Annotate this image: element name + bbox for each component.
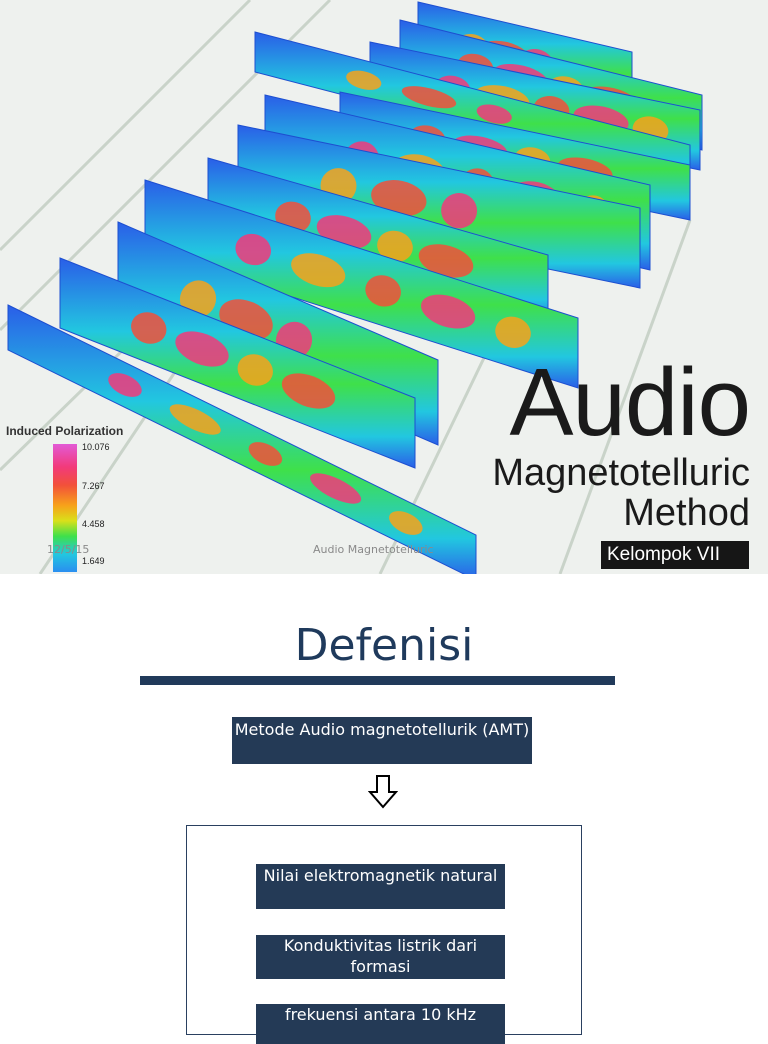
color-legend: Induced Polarization 10.076 7.267 4.458 …	[6, 424, 124, 572]
anomaly-blob	[495, 316, 531, 348]
legend-tick: 7.267	[82, 481, 105, 491]
anomaly-blob	[418, 244, 474, 278]
anomaly-blob	[476, 104, 512, 124]
anomaly-blob	[291, 253, 346, 288]
slide-footer-text: Audio Magnetotelluric	[313, 543, 434, 556]
anomaly-blob	[371, 180, 427, 217]
section-slice	[59, 257, 416, 469]
title-audio: Audio	[509, 349, 751, 456]
anomaly-blob	[179, 280, 217, 318]
anomaly-blob	[377, 230, 413, 262]
heading-underline	[140, 676, 615, 685]
title-slide: Induced Polarization 10.076 7.267 4.458 …	[0, 0, 768, 574]
definition-item: frekuensi antara 10 kHz	[256, 1004, 505, 1044]
legend-color-bar	[53, 444, 77, 572]
anomaly-blob	[389, 511, 423, 535]
anomaly-blob	[248, 442, 283, 466]
amt-method-box: Metode Audio magnetotellurik (AMT)	[232, 717, 532, 764]
section-slice	[144, 179, 579, 389]
definition-item: Nilai elektromagnetik natural	[256, 864, 505, 909]
legend-tick: 1.649	[82, 556, 105, 566]
anomaly-blob	[310, 473, 362, 504]
definition-slide: Defenisi Metode Audio magnetotellurik (A…	[0, 574, 768, 1044]
section-slice	[7, 304, 477, 574]
group-badge: Kelompok VII	[601, 541, 749, 569]
anomaly-blob	[281, 373, 336, 409]
legend-title: Induced Polarization	[6, 424, 124, 438]
anomaly-blob	[235, 233, 272, 266]
legend-tick: 4.458	[82, 519, 105, 529]
anomaly-blob	[237, 354, 273, 386]
anomaly-blob	[131, 312, 167, 344]
slide-heading: Defenisi	[294, 620, 474, 671]
definition-item: Konduktivitas listrik dari formasi	[256, 935, 505, 979]
title-magnetotelluric: Magnetotelluric	[492, 452, 750, 494]
arrow-down-icon	[368, 775, 398, 809]
ip-section-visualization	[0, 0, 703, 574]
anomaly-blob	[169, 404, 221, 435]
title-method: Method	[623, 492, 750, 534]
slide-title-block: Audio Magnetotelluric Method	[492, 349, 751, 534]
anomaly-blob	[441, 193, 478, 229]
anomaly-blob	[108, 373, 142, 397]
section-slices	[7, 1, 703, 574]
anomaly-blob	[346, 70, 382, 90]
anomaly-blob	[365, 275, 401, 307]
anomaly-blob	[401, 86, 457, 109]
legend-tick: 10.076	[82, 442, 110, 452]
slide-date: 12/5/15	[47, 543, 90, 556]
anomaly-blob	[175, 331, 229, 367]
anomaly-blob	[421, 294, 476, 329]
